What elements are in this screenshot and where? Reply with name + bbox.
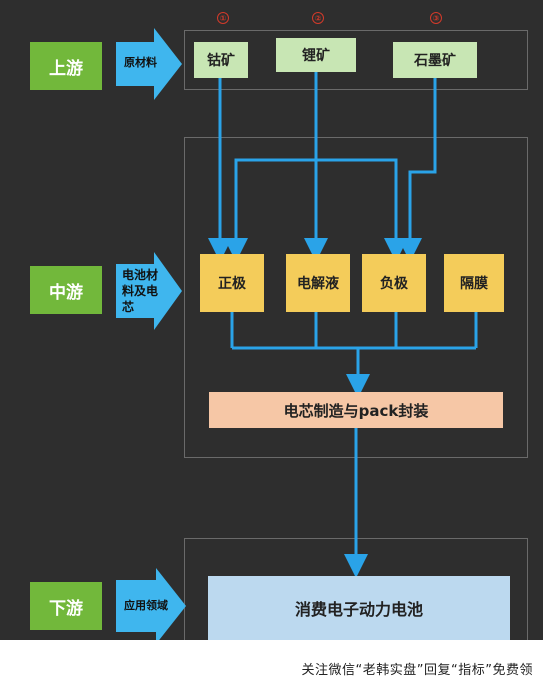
arrow-upstream-label: 原材料 <box>124 56 157 69</box>
stage-downstream: 下游 <box>30 582 102 630</box>
node-application-label: 消费电子动力电池 <box>294 600 423 619</box>
node-separator-label: 隔膜 <box>460 276 488 292</box>
node-cobalt-label: 钴矿 <box>207 53 235 69</box>
arrow-midstream-icon <box>116 252 182 330</box>
node-cathode: 正极 <box>200 254 264 312</box>
arrow-downstream-label: 应用领域 <box>124 599 168 612</box>
node-lithium-label: 锂矿 <box>302 48 330 64</box>
node-anode: 负极 <box>362 254 426 312</box>
badge-lithium: ② <box>312 12 324 24</box>
upstream-frame <box>184 30 528 90</box>
badge-cobalt: ① <box>217 12 229 24</box>
stage-midstream: 中游 <box>30 266 102 314</box>
node-lithium: 锂矿 <box>276 38 356 72</box>
node-cathode-label: 正极 <box>218 276 246 292</box>
node-electrolyte: 电解液 <box>286 254 350 312</box>
node-cobalt: 钴矿 <box>194 42 248 78</box>
node-separator: 隔膜 <box>444 254 504 312</box>
node-electrolyte-label: 电解液 <box>297 276 339 292</box>
arrow-midstream-label: 电池材料及电芯 <box>122 268 159 314</box>
node-cell-manufacturing-label: 电芯制造与pack封装 <box>283 401 429 420</box>
footer-promo-text: 关注微信“老韩实盘”回复“指标”免费领 <box>301 663 533 678</box>
node-anode-label: 负极 <box>380 276 408 292</box>
node-graphite: 石墨矿 <box>393 42 477 78</box>
badge-graphite: ③ <box>430 12 442 24</box>
stage-downstream-label: 下游 <box>49 598 83 619</box>
arrow-upstream-icon <box>116 28 182 100</box>
node-graphite-label: 石墨矿 <box>414 53 456 69</box>
stage-upstream-label: 上游 <box>49 58 83 79</box>
stage-upstream: 上游 <box>30 42 102 90</box>
diagram-canvas: 上游 中游 下游 原材料 电池材料及电芯 应用领域 <box>0 0 543 640</box>
arrow-downstream-icon <box>116 568 186 640</box>
connector-lines <box>208 72 478 578</box>
node-cell-manufacturing: 电芯制造与pack封装 <box>209 392 503 428</box>
node-application: 消费电子动力电池 <box>208 576 510 640</box>
stage-midstream-label: 中游 <box>49 282 83 303</box>
